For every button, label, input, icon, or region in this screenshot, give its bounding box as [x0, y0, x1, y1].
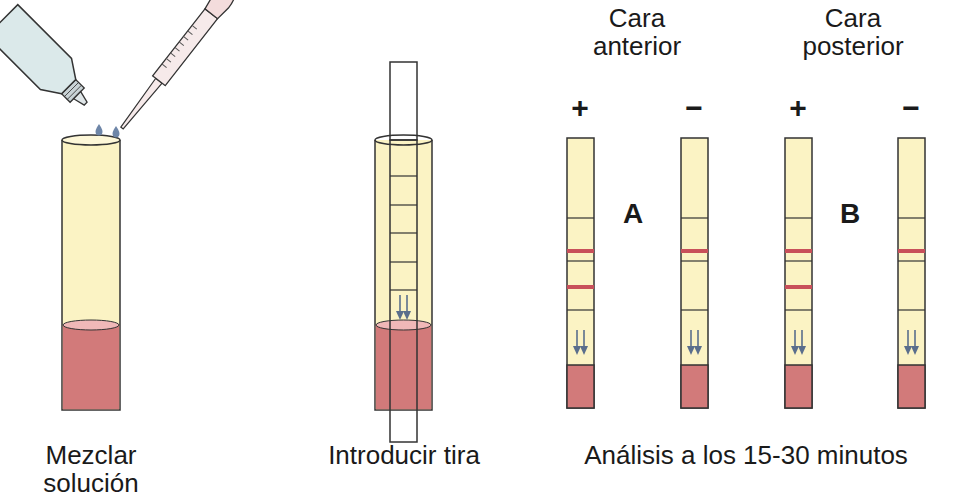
sign-label: + — [560, 94, 600, 122]
face-letter: A — [613, 200, 653, 228]
step-caption: Introducir tira — [324, 441, 484, 469]
face-heading: Cara posterior — [778, 4, 928, 60]
face-heading: Cara anterior — [562, 4, 712, 60]
step-caption: Mezclar solución — [11, 441, 171, 497]
step-caption: Análisis a los 15-30 minutos — [526, 441, 956, 469]
sign-label: + — [778, 94, 818, 122]
face-letter: B — [830, 200, 870, 228]
sign-label: − — [891, 94, 931, 122]
sign-label: − — [674, 94, 714, 122]
